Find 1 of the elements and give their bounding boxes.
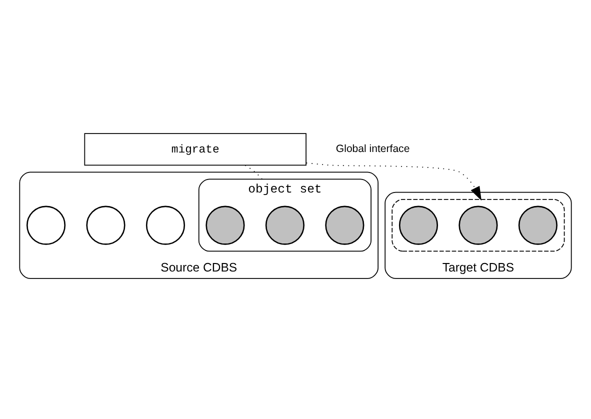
node-label: Global interface [336, 143, 410, 156]
